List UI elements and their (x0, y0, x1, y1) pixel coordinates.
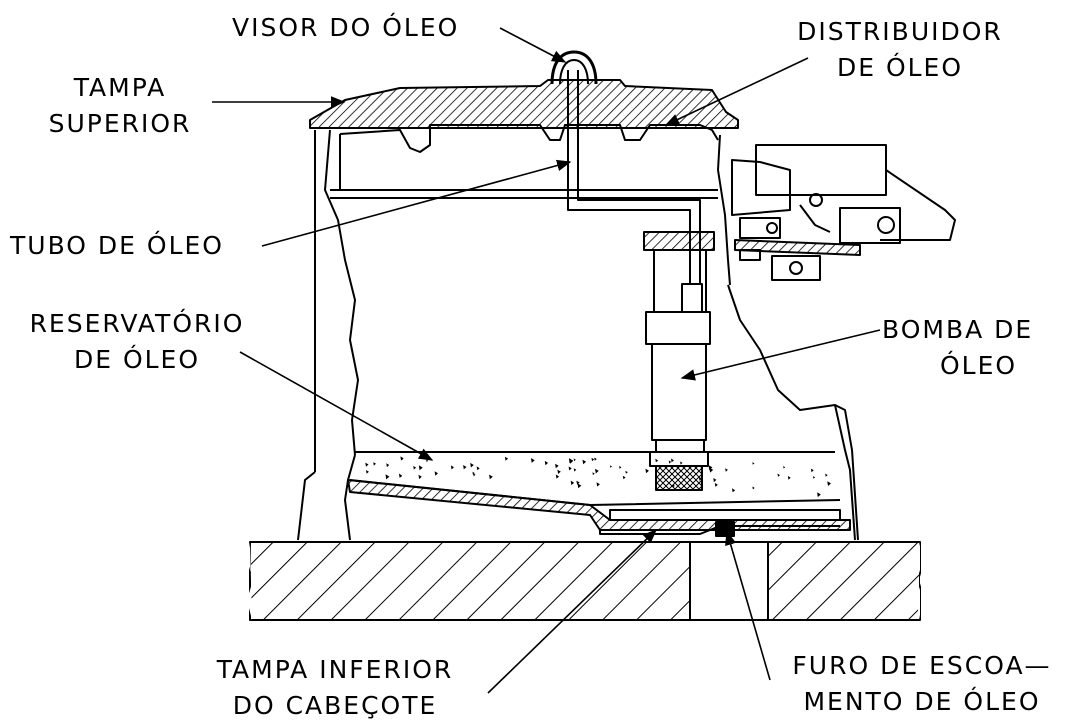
label-reservatorio: RESERVATÓRIO DE ÓLEO (22, 306, 252, 378)
oil-speckle (732, 488, 736, 493)
oil-speckle (582, 459, 587, 465)
label-distribuidor-line1: DISTRIBUIDOR (797, 17, 1003, 46)
oil-speckle (426, 459, 429, 463)
oil-sight-glass (550, 50, 598, 85)
oil-speckles (365, 456, 831, 498)
oil-speckle (645, 468, 649, 474)
oil-speckle (366, 470, 369, 474)
label-distribuidor: DISTRIBUIDOR DE ÓLEO (790, 14, 1010, 86)
leader-lines (212, 27, 881, 694)
oil-speckle (434, 471, 438, 476)
oil-speckle (570, 480, 575, 486)
label-furo: FURO DE ESCOA— MENTO DE ÓLEO (772, 648, 1072, 720)
oil-speckle (752, 462, 755, 465)
oil-speckle (555, 463, 559, 469)
oil-speckle (777, 473, 780, 477)
oil-speckle (725, 468, 728, 472)
label-tampa-inferior-line1: TAMPA INFERIOR (216, 655, 454, 684)
oil-speckle (568, 466, 572, 471)
oil-speckle (708, 465, 713, 471)
oil-speckle (386, 463, 390, 468)
label-reservatorio-line2: DE ÓLEO (73, 345, 201, 374)
oil-speckle (463, 465, 467, 470)
oil-speckle (470, 462, 474, 468)
oil-speckle (610, 465, 612, 468)
oil-speckle (813, 476, 816, 479)
oil-speckle (399, 474, 402, 478)
label-bomba-line1: BOMBA DE (882, 315, 1034, 344)
oil-speckle (596, 482, 600, 487)
oil-speckle (783, 466, 786, 469)
oil-speckle (472, 471, 475, 475)
oil-speckle (655, 458, 659, 463)
oil-speckle (418, 474, 422, 480)
oil-speckle (373, 462, 376, 466)
oil-speckle (530, 458, 535, 463)
label-tubo-de-oleo: TUBO DE ÓLEO (10, 228, 224, 264)
label-furo-line2: MENTO DE ÓLEO (803, 687, 1041, 716)
oil-speckle (680, 461, 683, 465)
oil-speckle (619, 465, 622, 469)
oil-speckle (817, 492, 821, 498)
oil-speckle (473, 473, 476, 477)
oil-speckle (713, 478, 717, 483)
label-furo-line1: FURO DE ESCOA— (792, 651, 1052, 680)
label-tampa-superior-line1: TAMPA (73, 73, 167, 102)
oil-speckle (752, 486, 755, 490)
oil-speckle (476, 466, 480, 471)
oil-speckle (592, 472, 595, 476)
label-tampa-superior-line2: SUPERIOR (48, 109, 192, 138)
oil-speckle (504, 456, 509, 461)
label-visor-do-oleo: VISOR DO ÓLEO (232, 10, 459, 46)
label-tampa-inferior-line2: DO CABEÇOTE (232, 691, 438, 720)
label-visor-line1: VISOR DO ÓLEO (232, 13, 460, 42)
label-tampa-superior: TAMPA SUPERIOR (40, 70, 200, 142)
oil-speckle (714, 483, 718, 487)
oil-speckle (401, 457, 404, 461)
oil-speckle (810, 468, 814, 473)
label-bomba: BOMBA DE ÓLEO (882, 312, 1052, 384)
label-reservatorio-line1: RESERVATÓRIO (29, 309, 245, 338)
oil-speckle (577, 483, 582, 489)
reservoir-bottom (347, 479, 851, 537)
oil-speckle (671, 458, 674, 463)
oil-speckle (699, 477, 702, 481)
oil-speckle (591, 457, 595, 462)
oil-speckle (450, 465, 454, 470)
oil-speckle (825, 473, 828, 477)
label-distribuidor-line2: DE ÓLEO (836, 53, 964, 82)
oil-speckle (365, 462, 369, 467)
oil-speckle (595, 468, 599, 474)
oil-speckle (625, 470, 628, 474)
oil-speckle (787, 476, 791, 480)
label-tampa-inferior: TAMPA INFERIOR DO CABEÇOTE (200, 652, 470, 724)
oil-speckle (709, 467, 714, 473)
oil-speckle (555, 474, 560, 479)
oil-speckle (489, 474, 493, 480)
oil-speckle (418, 465, 423, 471)
oil-speckle (677, 465, 681, 469)
oil-speckle (668, 460, 672, 464)
top-cover (309, 79, 739, 199)
oil-speckle (827, 482, 830, 486)
oil-speckle (385, 474, 390, 480)
oil-speckle (672, 484, 675, 488)
oil-speckle (573, 458, 576, 462)
oil-speckle (594, 457, 597, 461)
distributor-mechanism (731, 144, 956, 281)
oil-speckle (544, 460, 549, 466)
label-bomba-line2: ÓLEO (940, 351, 1018, 380)
housing-walls (297, 129, 859, 541)
oil-speckle (568, 458, 573, 464)
label-tubo-line1: TUBO DE ÓLEO (10, 231, 224, 260)
oil-speckle (413, 465, 417, 470)
base-plate (247, 541, 922, 621)
oil-speckle (622, 475, 626, 480)
oil-speckle (573, 468, 577, 472)
oil-speckle (576, 480, 580, 485)
oil-speckle (557, 469, 561, 474)
